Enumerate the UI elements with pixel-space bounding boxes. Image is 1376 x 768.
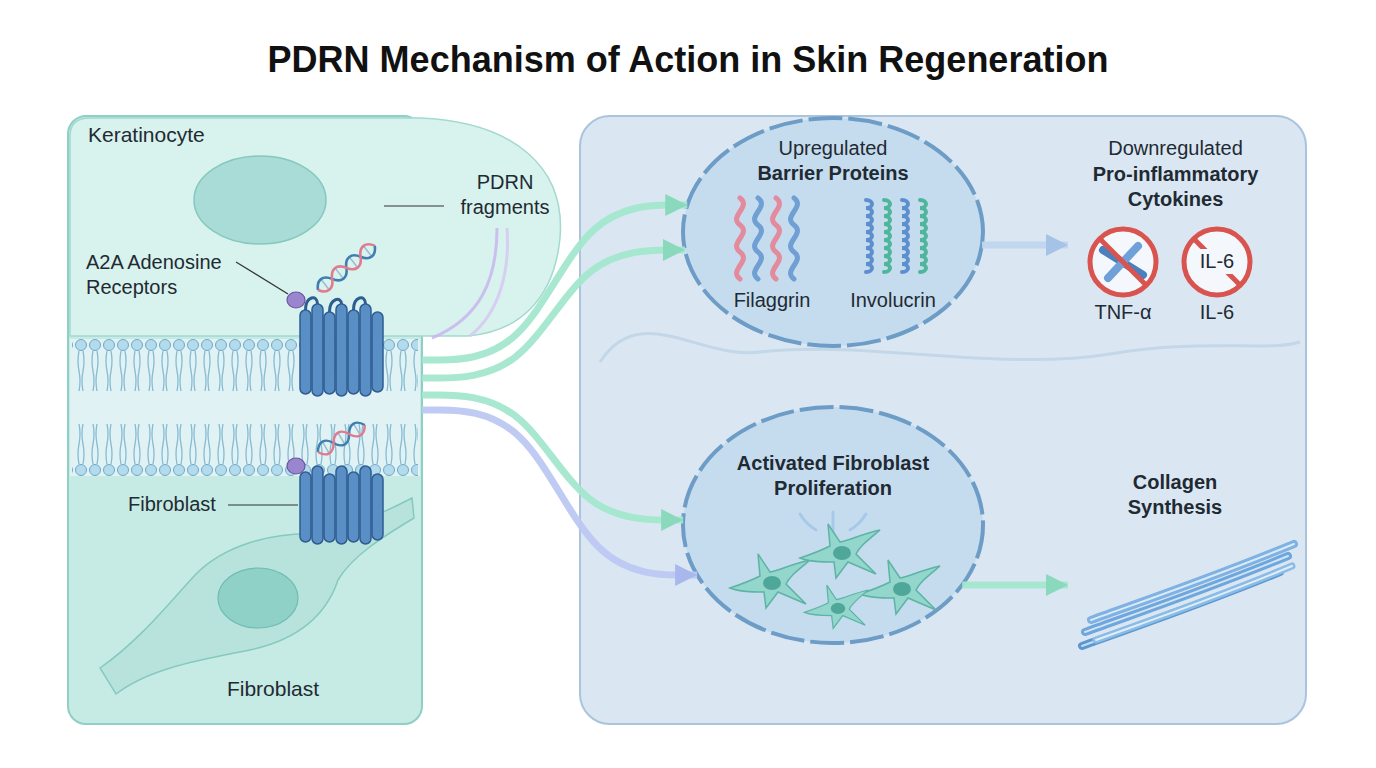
part-label: PDRN fragments — [450, 170, 560, 220]
blocked-cytokine-icon — [1090, 229, 1156, 295]
dna-fragment — [315, 419, 369, 458]
receptor-symbol — [300, 310, 311, 394]
ligand-dot — [287, 458, 305, 474]
heading-text: Activated Fibroblast Proliferation — [723, 451, 943, 501]
cell-panel: KeratinocyteFibroblast — [68, 116, 422, 724]
collagen-fibers — [1096, 566, 1292, 640]
cell-label: Fibroblast — [193, 676, 353, 702]
nucleus-circle-outline — [683, 118, 983, 346]
nucleus-circle-outline — [683, 407, 983, 643]
part-label: A2A Adenosine Receptors — [86, 250, 261, 300]
nucleus-circle: UpregulatedBarrier ProteinsFilaggrin Invo… — [683, 118, 983, 346]
dna-fragment — [314, 240, 379, 295]
receptor-symbol — [348, 310, 359, 394]
ligand-dot — [287, 292, 305, 308]
fibroblast-nucleus — [218, 568, 298, 628]
keratinocyte-cell — [70, 118, 560, 336]
keratinocyte-nucleus — [194, 156, 326, 244]
blocked-cytokine-icon — [1100, 239, 1146, 285]
receptor-symbol — [348, 472, 359, 542]
receptor-symbol — [300, 298, 383, 396]
cytokine-group: DownregulatedPro-inflammatory CytokinesI… — [1068, 130, 1289, 331]
receptor-symbol — [312, 304, 323, 396]
receptor-symbol — [360, 466, 371, 544]
blocked-cytokine-icon — [1184, 229, 1250, 295]
cytokine-label: IL-6 — [1177, 300, 1257, 325]
receptor-symbol — [360, 304, 371, 396]
nucleus-circle-outline — [683, 407, 983, 643]
icon-label: IL-6 — [1197, 249, 1237, 274]
cytokine-label: TNF-α — [1083, 300, 1163, 325]
receptor-symbol — [300, 466, 383, 544]
cell-outline — [600, 334, 1300, 362]
dna-fragment — [314, 240, 379, 295]
heading-text: Pro-inflammatory Cytokines — [1068, 162, 1283, 212]
flow-arrow — [982, 242, 1068, 249]
dna-fragment — [323, 424, 360, 452]
leader-line — [236, 262, 288, 294]
receptor-symbol — [372, 474, 383, 540]
cell-label: Keratinocyte — [88, 122, 308, 148]
heading-text: Upregulated — [733, 136, 933, 161]
dna-fragment — [315, 419, 369, 458]
flow-arrow — [962, 582, 1068, 589]
dna-fragment — [314, 240, 379, 295]
flow-arrow — [422, 205, 687, 360]
heading-text: Barrier Proteins — [713, 161, 953, 186]
outcome-group: Collagen Synthesis — [1068, 462, 1283, 652]
blocked-cytokine-icon — [1184, 229, 1250, 295]
tissue-panel — [580, 116, 1306, 724]
nucleus-circle: Activated Fibroblast Proliferation — [683, 407, 983, 643]
blocked-cytokine-icon — [1194, 239, 1240, 285]
cell-panel-outline — [68, 116, 422, 724]
dna-fragment — [315, 419, 369, 458]
receptor-symbol — [312, 466, 323, 544]
fragment-stream — [432, 228, 497, 338]
receptor-symbol — [372, 312, 383, 392]
receptor-symbol — [324, 312, 335, 394]
receptor-symbol — [336, 304, 347, 396]
receptor-symbol — [324, 474, 335, 542]
protein-label: Involucrin — [843, 288, 943, 313]
fragment-stream — [470, 228, 508, 336]
flow-arrow — [422, 395, 683, 520]
receptor-symbol — [336, 466, 347, 544]
cell-panel-outline — [68, 116, 422, 724]
diagram-title: PDRN Mechanism of Action in Skin Regener… — [0, 38, 1376, 81]
leader-line — [228, 504, 298, 505]
collagen-fibers — [1096, 566, 1292, 640]
heading-text: Collagen Synthesis — [1105, 470, 1245, 520]
flow-arrow — [422, 410, 697, 575]
collagen-fibers — [1085, 556, 1288, 632]
receptor-symbol — [300, 472, 311, 542]
leader-line — [384, 205, 444, 206]
heading-text: Downregulated — [1068, 136, 1283, 161]
collagen-fibers — [1082, 544, 1294, 646]
blocked-cytokine-icon — [1090, 229, 1156, 295]
part-label: Fibroblast — [128, 492, 248, 517]
flow-arrow — [422, 250, 685, 378]
protein-label: Filaggrin — [722, 288, 822, 313]
collagen-fibers — [1085, 556, 1288, 632]
